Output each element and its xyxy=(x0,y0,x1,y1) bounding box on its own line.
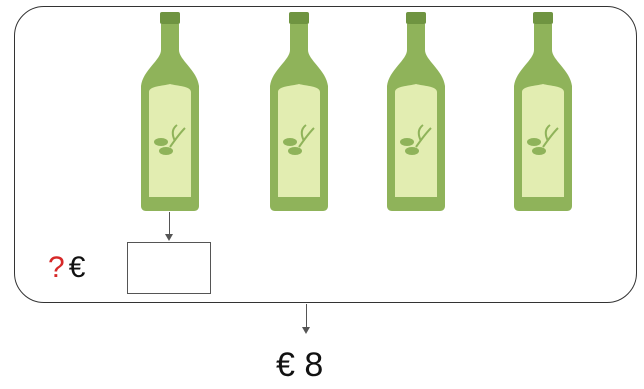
bottle-to-box-arrowhead-icon xyxy=(165,234,173,241)
unknown-price-label: ?€ xyxy=(48,253,85,283)
total-price: € 8 xyxy=(276,346,324,384)
olive-oil-bottle-3-icon xyxy=(387,12,445,211)
olive-oil-bottle-2-icon xyxy=(270,12,328,211)
olive-oil-bottle-4-icon xyxy=(514,12,572,211)
bottle-to-box-arrow-line xyxy=(169,212,170,236)
euro-symbol: € xyxy=(68,251,86,284)
unit-price-answer-box[interactable] xyxy=(127,242,211,294)
bottles-frame xyxy=(14,6,637,303)
question-mark: ? xyxy=(48,251,65,284)
frame-to-total-arrow-line xyxy=(306,304,307,329)
frame-to-total-arrowhead-icon xyxy=(302,327,310,334)
olive-oil-bottle-1-icon xyxy=(141,12,199,211)
